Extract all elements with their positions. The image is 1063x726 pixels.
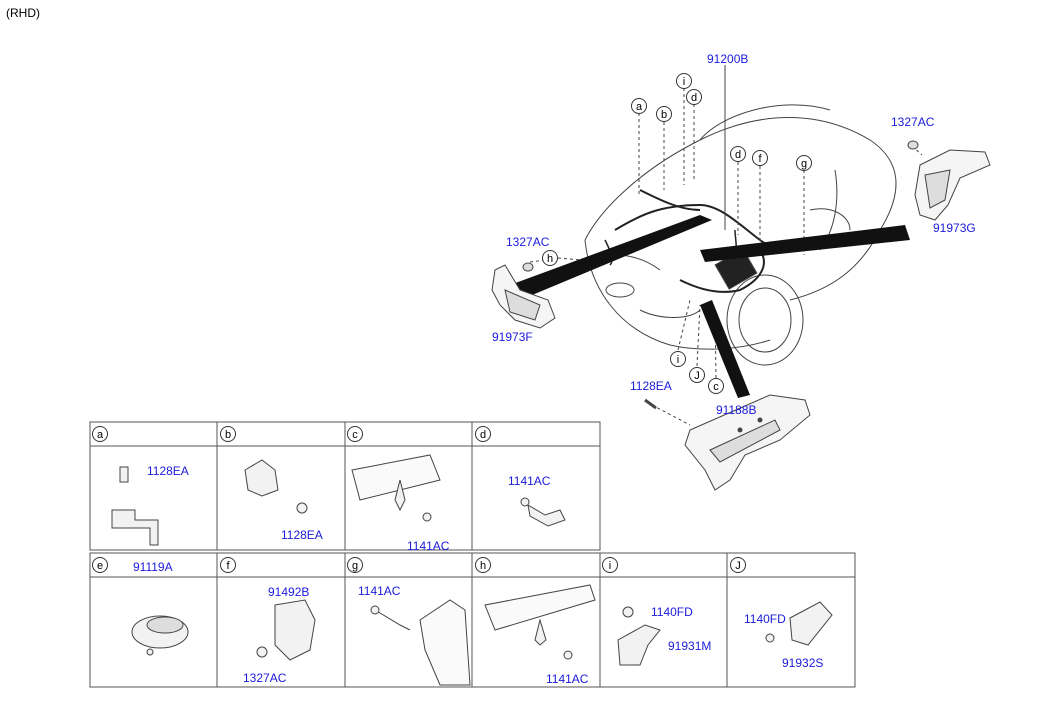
clip-left [522, 262, 534, 272]
bracket-91973g [914, 149, 991, 221]
label-member-lower: 91188B [716, 403, 757, 417]
cell-h-letter: h [475, 557, 491, 573]
callout-d-top: d [686, 89, 702, 105]
cell-d-part: 1141AC [508, 474, 551, 488]
callout-b: b [656, 106, 672, 122]
car-front-outline [584, 239, 771, 350]
variant-label: (RHD) [6, 6, 40, 20]
cell-c-letter: c [347, 426, 363, 442]
cell-c-part: 1141AC [407, 539, 450, 553]
cell-g-part: 1141AC [358, 584, 401, 598]
parts-grid [89, 421, 856, 688]
cell-g-letter: g [347, 557, 363, 573]
bolt-lower [644, 398, 657, 410]
label-bracket-left: 91973F [492, 330, 533, 344]
car-wheel [726, 274, 804, 366]
callout-g: g [796, 155, 812, 171]
callout-i-top: i [676, 73, 692, 89]
cell-i-part-1: 1140FD [651, 605, 693, 619]
cell-j-part-2: 91932S [782, 656, 824, 670]
callout-h: h [542, 250, 558, 266]
member-91188b [684, 394, 811, 491]
callout-band-lower [700, 300, 750, 398]
cell-f-part-1: 91492B [268, 585, 310, 599]
cell-e-letter: e [92, 557, 108, 573]
cell-d-letter: d [475, 426, 491, 442]
cell-b-part: 1128EA [281, 528, 323, 542]
cell-f-part-2: 1327AC [243, 671, 287, 685]
cell-e-part: 91119A [133, 560, 173, 574]
callout-f: f [752, 150, 768, 166]
cell-i-part-2: 91931M [668, 639, 712, 653]
cell-a-part: 1128EA [147, 464, 189, 478]
label-harness: 91200B [707, 52, 749, 66]
label-clip-top-right: 1327AC [891, 115, 935, 129]
bracket-91973f [491, 264, 556, 329]
label-bracket-right: 91973G [933, 221, 976, 235]
callout-a: a [631, 98, 647, 114]
callout-band-left [510, 215, 712, 298]
car-hood-outline [584, 117, 897, 301]
cell-h-part: 1141AC [546, 672, 589, 686]
cell-b-letter: b [220, 426, 236, 442]
callout-j: J [689, 367, 705, 383]
label-clip-left: 1327AC [506, 235, 550, 249]
cell-j-part-1: 1140FD [744, 612, 786, 626]
cell-j-letter: J [730, 557, 746, 573]
cell-f-letter: f [220, 557, 236, 573]
callout-i-bottom: i [670, 351, 686, 367]
callout-c: c [708, 378, 724, 394]
callout-d: d [730, 146, 746, 162]
cell-i-letter: i [602, 557, 618, 573]
clip-top-right [907, 140, 919, 150]
label-bolt-lower: 1128EA [630, 379, 672, 393]
callout-band-right [700, 225, 910, 262]
cell-a-letter: a [92, 426, 108, 442]
